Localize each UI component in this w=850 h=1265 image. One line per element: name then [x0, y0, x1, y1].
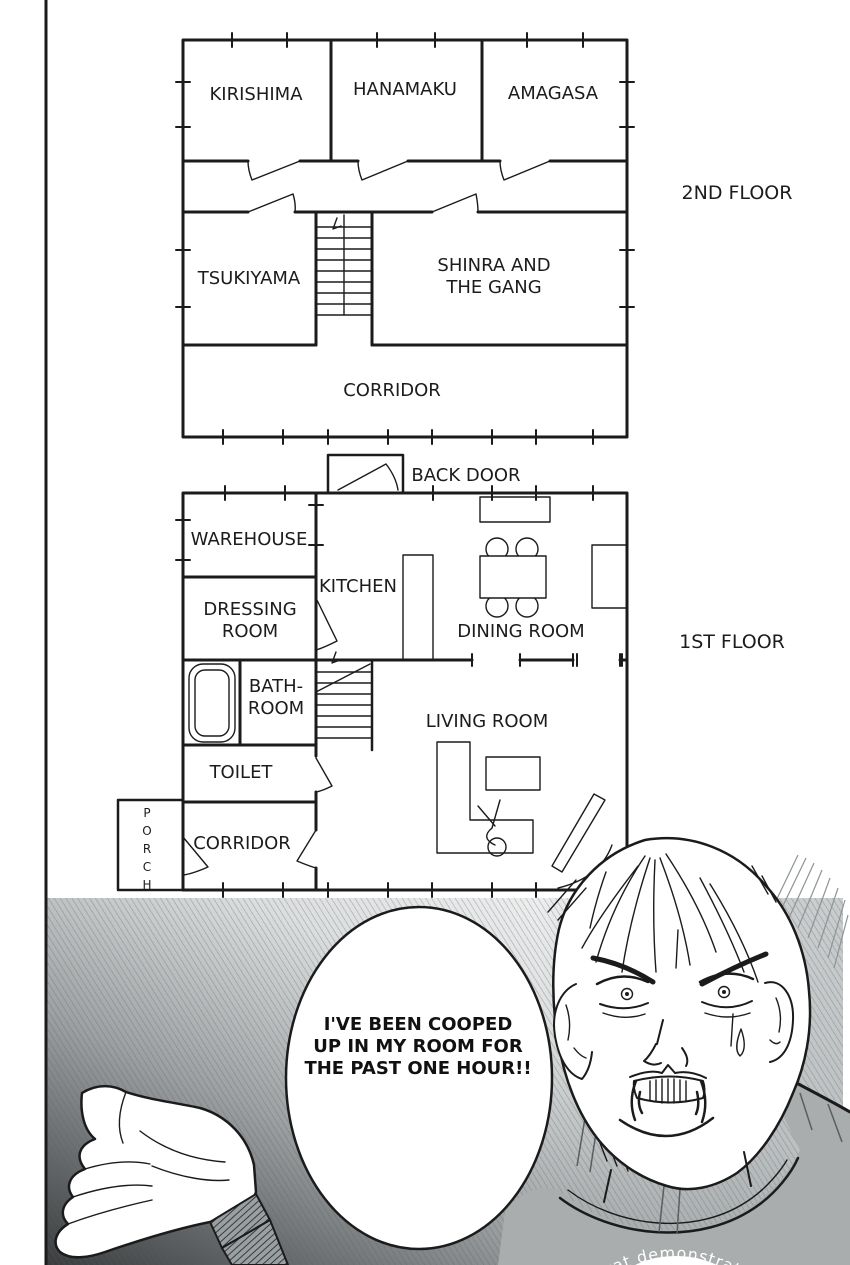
eyebrows: [590, 951, 769, 987]
speech-line-1: I'VE BEEN COOPED: [324, 1014, 513, 1035]
back-door-label: BACK DOOR: [411, 465, 520, 486]
sweat-drops: [675, 929, 745, 1057]
bubble-outline: [284, 905, 554, 1251]
character: erat demonstrat: [498, 836, 850, 1265]
staircase-2f: [315, 214, 373, 316]
second-floor-plan: KIRISHIMA HANAMAKU AMAGASA TSUKIYAMA SHI…: [175, 32, 793, 445]
collar: [558, 1156, 800, 1234]
wall-ticks-2f: [175, 32, 635, 445]
porch-outline: [116, 798, 185, 892]
hand-lines: [67, 1091, 230, 1225]
stair-arrow-icon: [332, 217, 342, 230]
room-label-kirishima: KIRISHIMA: [209, 84, 303, 105]
room-label-porch: PORCH: [140, 806, 154, 896]
hair: [547, 853, 777, 983]
bathtub: [188, 663, 236, 743]
back-door-vestibule: BACK DOOR: [326, 453, 521, 495]
room-label-bath-1: BATH-: [249, 676, 303, 697]
first-floor-plan: WAREHOUSE KITCHEN DRESSING ROOM DINING R…: [116, 485, 785, 898]
speech-bubble: I'VE BEEN COOPED UP IN MY ROOM FOR THE P…: [284, 905, 554, 1251]
eyes: [595, 972, 755, 1018]
mouth: [618, 1064, 715, 1138]
hand: [54, 1084, 290, 1265]
tv-stand: [551, 793, 606, 873]
room-label-bath-2: ROOM: [248, 698, 304, 719]
door-swings-upper: [247, 160, 551, 213]
floor-label-1st: 1ST FLOOR: [679, 631, 785, 653]
room-label-shinra-2: THE GANG: [445, 277, 541, 298]
forearm: [220, 1218, 290, 1265]
staircase-1f: [315, 651, 374, 752]
nose: [643, 1019, 689, 1067]
speed-lines: [773, 854, 849, 969]
room-label-shinra-1: SHINRA AND: [437, 255, 550, 276]
room-label-hanamaku: HANAMAKU: [353, 79, 457, 100]
room-label-corridor-2f: CORRIDOR: [343, 380, 441, 401]
room-label-amagasa: AMAGASA: [508, 83, 599, 104]
room-label-kitchen: KITCHEN: [319, 576, 397, 597]
dining-furniture: [479, 496, 628, 618]
head: [552, 836, 812, 1191]
room-label-tsukiyama: TSUKIYAMA: [197, 268, 301, 289]
shirt-emblem: [635, 1256, 717, 1265]
room-label-corridor-1f: CORRIDOR: [193, 833, 291, 854]
speech-line-2: UP IN MY ROOM FOR: [313, 1036, 523, 1057]
neck: [603, 1151, 752, 1203]
room-label-dining: DINING ROOM: [457, 621, 584, 642]
stair-arrow-icon: [331, 651, 341, 664]
room-label-dressing-1: DRESSING: [203, 599, 296, 620]
living-furniture: [436, 741, 606, 873]
teeth: [632, 1075, 706, 1104]
room-label-toilet: TOILET: [209, 762, 274, 783]
floor-label-2nd: 2ND FLOOR: [682, 182, 793, 204]
speech-line-3: THE PAST ONE HOUR!!: [304, 1058, 531, 1079]
wall-ticks-1f: [175, 485, 623, 898]
room-label-living: LIVING ROOM: [426, 711, 548, 732]
kitchen-counter: [402, 554, 434, 661]
ears: [553, 981, 795, 1080]
room-label-dressing-2: ROOM: [222, 621, 278, 642]
room-label-warehouse: WAREHOUSE: [191, 529, 308, 550]
lower-lip: [618, 1116, 715, 1138]
